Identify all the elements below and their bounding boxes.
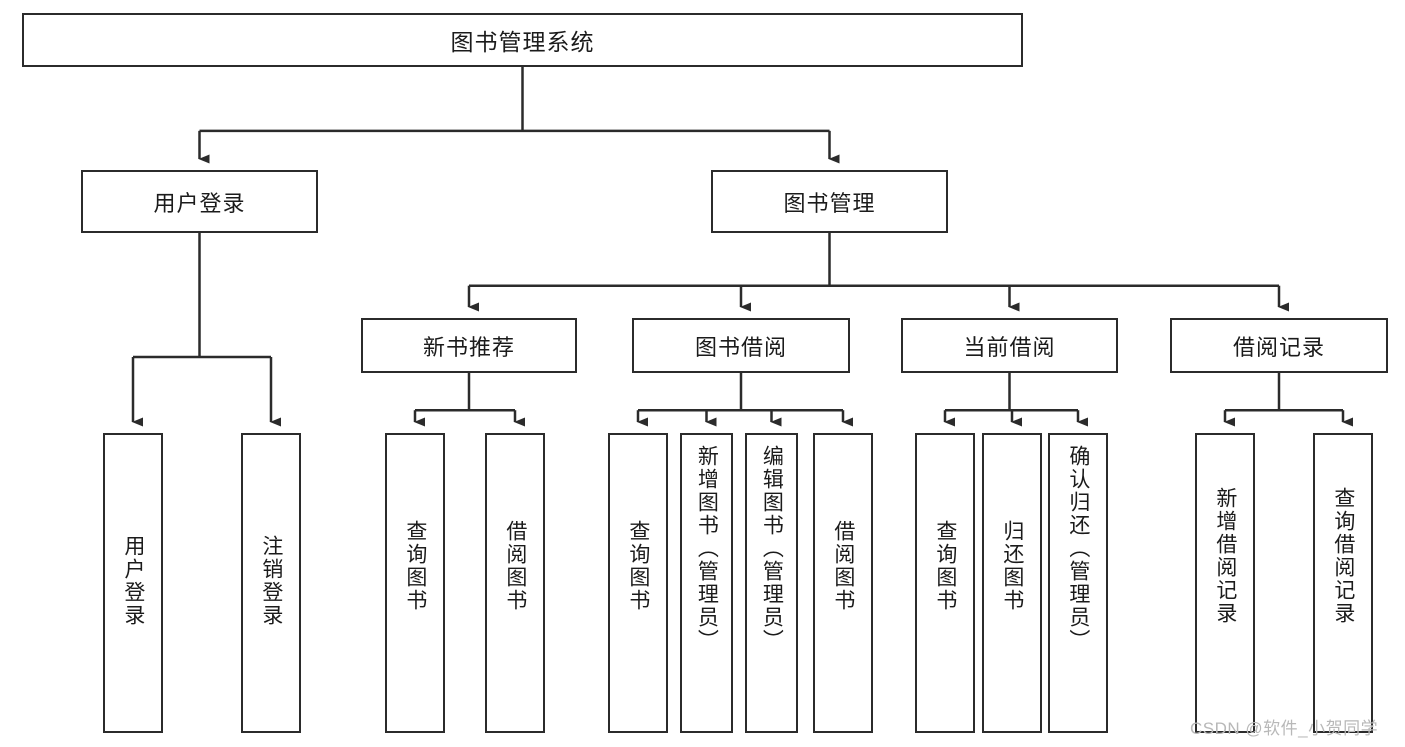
node-label: 借阅图书 [831, 520, 855, 612]
node-label: 编辑图书（管理员） [760, 445, 784, 652]
node-label: 查询借阅记录 [1331, 487, 1355, 625]
node-label: 新增图书（管理员） [695, 445, 719, 652]
node-label: 新增借阅记录 [1213, 487, 1237, 625]
node-leaf-c-confirm[interactable]: 确认归还（管理员） [1048, 433, 1108, 733]
node-leaf-c-query[interactable]: 查询图书 [915, 433, 975, 733]
node-login[interactable]: 用户登录 [81, 170, 318, 233]
node-label: 借阅图书 [503, 520, 527, 612]
node-leaf-b-edit[interactable]: 编辑图书（管理员） [745, 433, 798, 733]
node-label: 当前借阅 [963, 334, 1056, 360]
node-label: 图书借阅 [694, 334, 787, 360]
node-leaf-new-borrow[interactable]: 借阅图书 [485, 433, 545, 733]
node-label: 查询图书 [626, 520, 650, 612]
node-label: 注销登录 [259, 535, 283, 627]
node-leaf-user-login[interactable]: 用户登录 [103, 433, 163, 733]
node-leaf-c-return[interactable]: 归还图书 [982, 433, 1042, 733]
node-borrow[interactable]: 图书借阅 [632, 318, 850, 373]
watermark: CSDN @软件_小贺同学 [1190, 719, 1379, 738]
node-leaf-r-add[interactable]: 新增借阅记录 [1195, 433, 1255, 733]
node-label: 图书管理系统 [450, 29, 595, 55]
node-records[interactable]: 借阅记录 [1170, 318, 1388, 373]
node-leaf-user-logout[interactable]: 注销登录 [241, 433, 301, 733]
node-label: 查询图书 [933, 520, 957, 612]
node-bookmgmt[interactable]: 图书管理 [711, 170, 948, 233]
node-label: 新书推荐 [422, 334, 515, 360]
node-leaf-r-query[interactable]: 查询借阅记录 [1313, 433, 1373, 733]
node-leaf-b-query[interactable]: 查询图书 [608, 433, 668, 733]
node-leaf-b-add[interactable]: 新增图书（管理员） [680, 433, 733, 733]
node-leaf-new-query[interactable]: 查询图书 [385, 433, 445, 733]
node-newbook[interactable]: 新书推荐 [361, 318, 577, 373]
node-label: 用户登录 [153, 190, 246, 216]
node-current[interactable]: 当前借阅 [901, 318, 1118, 373]
node-label: 归还图书 [1000, 520, 1024, 612]
node-label: 查询图书 [403, 520, 427, 612]
node-root[interactable]: 图书管理系统 [22, 13, 1023, 67]
node-leaf-b-borrow[interactable]: 借阅图书 [813, 433, 873, 733]
node-label: 用户登录 [121, 535, 145, 627]
node-label: 图书管理 [783, 190, 876, 216]
node-label: 确认归还（管理员） [1066, 445, 1090, 652]
node-label: 借阅记录 [1232, 334, 1325, 360]
